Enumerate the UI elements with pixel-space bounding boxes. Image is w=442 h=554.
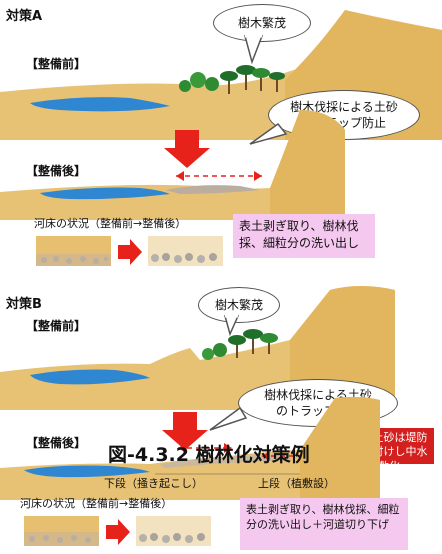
- plan-a-riverbed-after: [148, 236, 223, 266]
- plan-a-after-scene: [0, 110, 345, 220]
- plan-b-riverbed-label: 河床の状況（整備前→整備後）: [20, 497, 173, 510]
- figure-caption: 図-4.3.2 樹林化対策例: [108, 444, 310, 466]
- plan-b-upper-tier: 上段（植敷設）: [258, 477, 335, 490]
- plan-a-riverbed-after-gravel: [151, 253, 217, 263]
- plan-b-trees-bubble: 樹木繁茂: [198, 287, 280, 323]
- plan-a-measure-note-text: 表土剥ぎ取り、樹林伐採、細粒分の洗い出し: [239, 219, 360, 250]
- plan-b-title: 対策B: [6, 297, 42, 312]
- plan-b-riverbed-arrow: [106, 519, 130, 545]
- plan-a-trees: [179, 65, 285, 94]
- plan-a-after-label: 【整備後】: [26, 164, 87, 178]
- plan-a-before-label: 【整備前】: [26, 57, 87, 71]
- plan-a-trap-bubble-tail: [249, 122, 288, 145]
- plan-b-measure-note-text: 表土剥ぎ取り、樹林伐採、細粒分の洗い出し＋河道切り下げ: [246, 503, 400, 532]
- plan-b-before-label: 【整備前】: [26, 319, 87, 333]
- plan-b-riverbed-before-gravel: [24, 532, 99, 546]
- plan-b-trap-bubble-tail: [209, 406, 248, 431]
- plan-a-title: 対策A: [6, 9, 43, 24]
- plan-b-trees-bubble-tail: [224, 314, 240, 337]
- plan-b-lower-tier: 下段（掻き起こし）: [104, 477, 203, 490]
- plan-b-trees-bubble-text: 樹木繁茂: [214, 297, 263, 312]
- plan-a-riverbed-before-gravel: [36, 254, 111, 266]
- plan-b-measure-note: 表土剥ぎ取り、樹林伐採、細粒分の洗い出し＋河道切り下げ: [240, 498, 408, 550]
- plan-b-riverbed-after-gravel: [139, 533, 205, 543]
- plan-a-riverbed-arrow: [118, 239, 142, 265]
- plan-a-down-arrow: [164, 130, 210, 168]
- plan-a-trees-bubble-tail: [244, 34, 264, 65]
- plan-a-riverbed-label: 河床の状況（整備前→整備後）: [34, 217, 187, 230]
- plan-a-trees-bubble-text: 樹木繁茂: [237, 15, 286, 30]
- plan-b-after-label: 【整備後】: [26, 436, 87, 450]
- plan-a-measure-note: 表土剥ぎ取り、樹林伐採、細粒分の洗い出し: [233, 214, 375, 258]
- plan-b-down-arrow: [162, 412, 208, 450]
- plan-b-riverbed-after: [136, 516, 211, 546]
- plan-b-after-scene: [0, 396, 380, 500]
- plan-b-trees: [202, 329, 278, 360]
